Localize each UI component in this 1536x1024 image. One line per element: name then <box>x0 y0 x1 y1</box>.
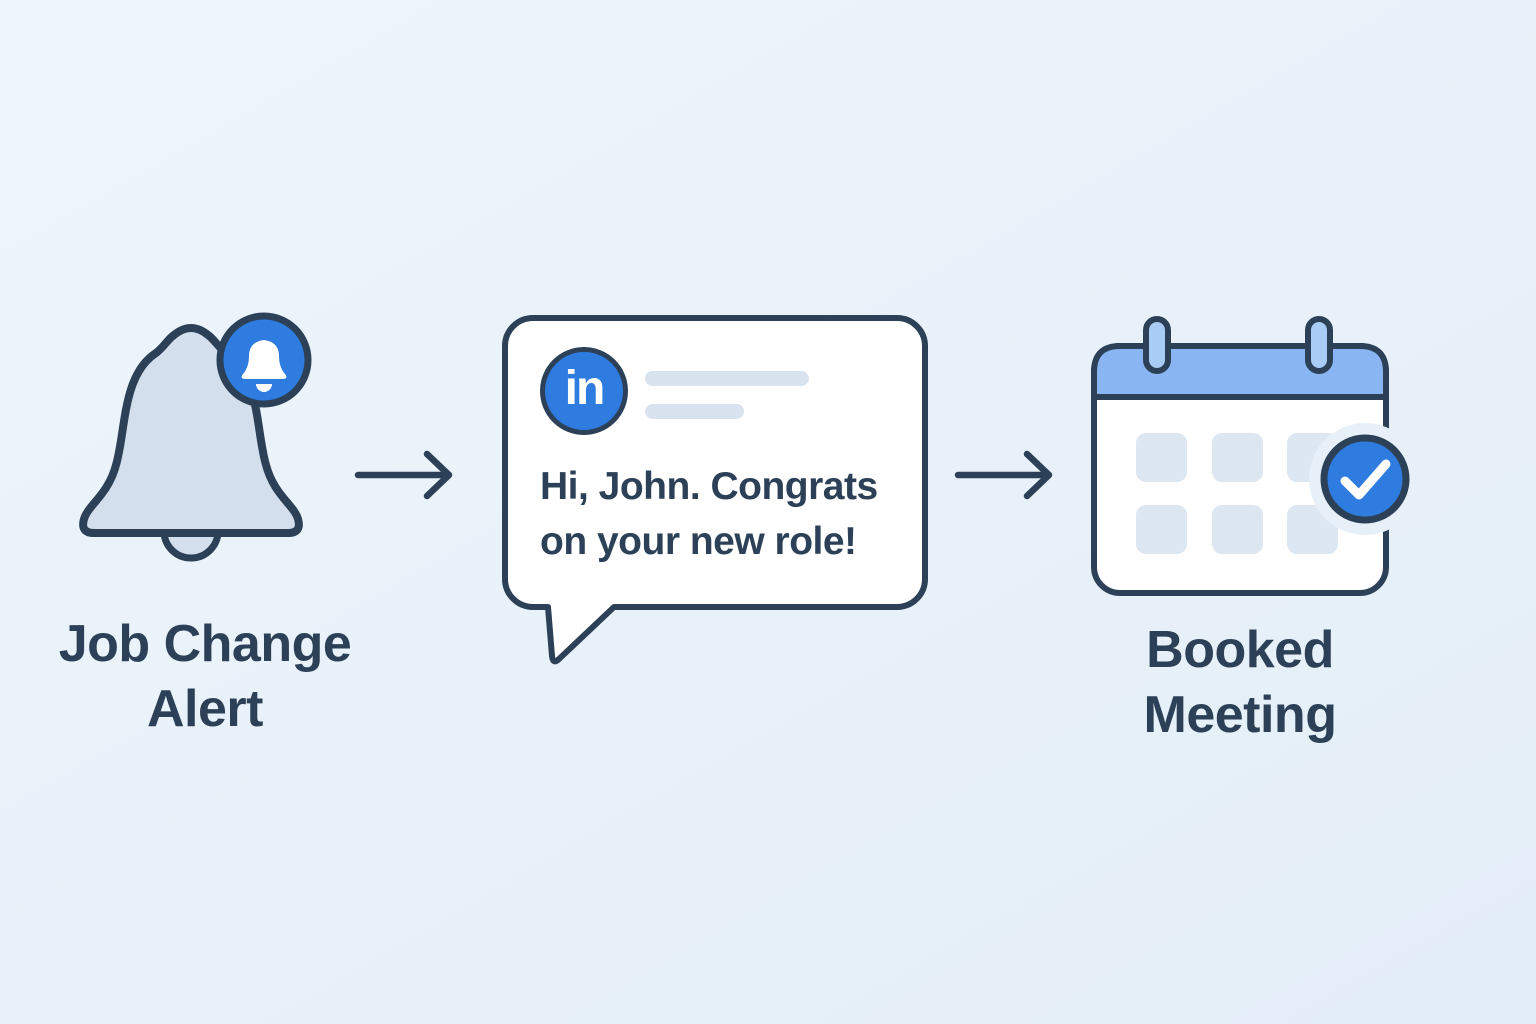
placeholder-text-line <box>645 404 744 419</box>
job-change-alert-label-line2: Alert <box>147 680 263 738</box>
badge-bell-glyph-icon <box>241 340 287 379</box>
calendar-ring-icon <box>1305 316 1333 374</box>
message-text-line1: Hi, John. Congrats <box>540 465 878 508</box>
job-change-alert-label-line1: Job Change <box>58 615 352 673</box>
linkedin-logo-icon: in <box>540 347 628 435</box>
linkedin-message-bubble: in Hi, John. Congrats on your new role! <box>502 315 928 665</box>
linkedin-glyph: in <box>564 361 606 415</box>
check-badge-icon <box>1320 434 1410 524</box>
calendar-ring-icon <box>1143 316 1171 374</box>
booked-meeting-label-line1: Booked <box>1146 621 1334 679</box>
message-text-line2: on your new role! <box>540 520 857 563</box>
placeholder-text-line <box>645 371 809 386</box>
flow-arrow-right-icon <box>354 450 453 500</box>
calendar-check-icon <box>1091 316 1410 596</box>
notification-bell-icon <box>79 312 312 562</box>
checkmark-icon <box>1340 459 1391 500</box>
booked-meeting-label-line2: Meeting <box>1143 686 1337 744</box>
job-change-alert-label: Job Change Alert <box>5 612 405 742</box>
flow-arrow-right-icon <box>954 450 1053 500</box>
bell-clapper <box>160 527 222 562</box>
message-text: Hi, John. Congrats on your new role! <box>540 459 900 569</box>
calendar-day-cell <box>1136 433 1187 482</box>
calendar-day-cell <box>1212 505 1263 554</box>
calendar-header <box>1091 343 1389 400</box>
badge-bell-clapper-icon <box>256 384 272 392</box>
calendar-day-cell <box>1136 505 1187 554</box>
calendar-day-cell <box>1287 505 1338 554</box>
booked-meeting-label: Booked Meeting <box>1040 618 1440 748</box>
calendar-day-cell <box>1212 433 1263 482</box>
